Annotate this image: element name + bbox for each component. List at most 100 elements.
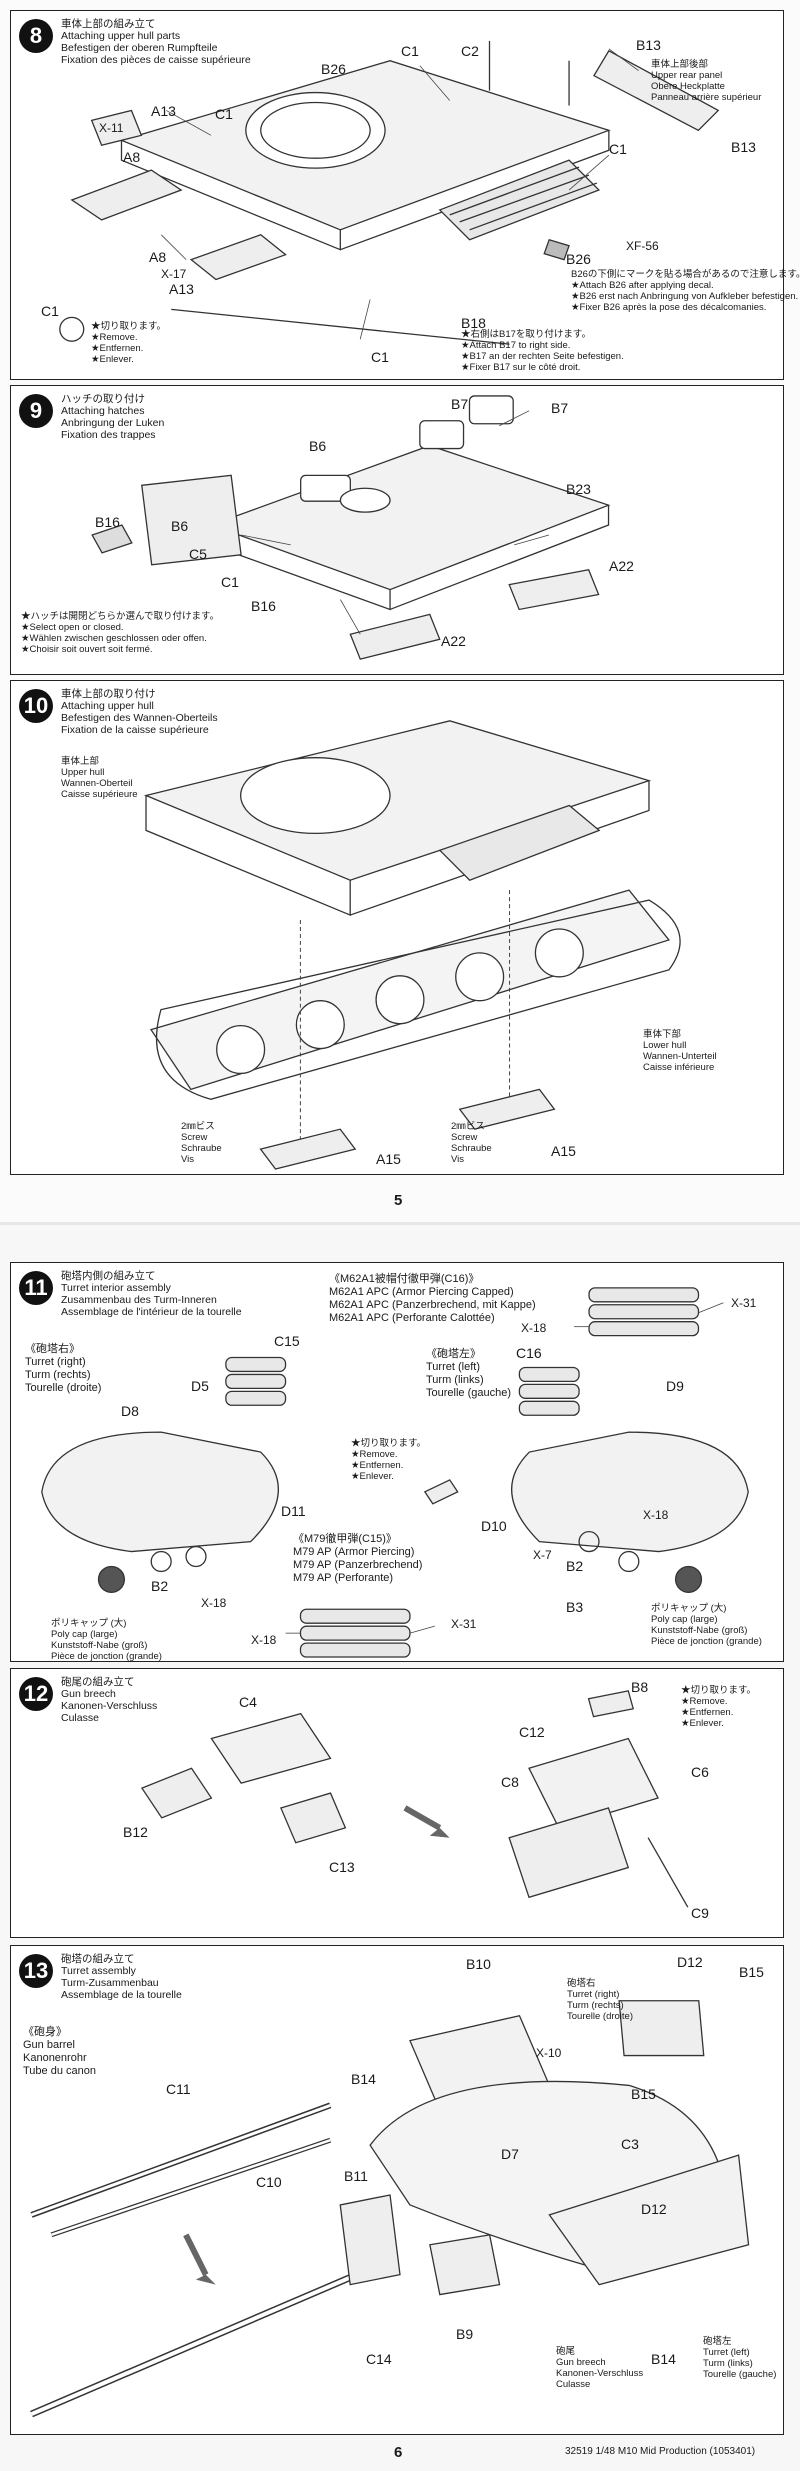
part-label: A22: [609, 558, 634, 574]
part-label: B10: [466, 1956, 491, 1972]
polycap-caption: ポリキャップ (大)Poly cap (large)Kunststoff-Nab…: [51, 1618, 162, 1662]
part-label: X-18: [643, 1508, 669, 1522]
page-number: 5: [394, 1192, 403, 1209]
part-label: B15: [631, 2086, 656, 2102]
upper-hull-attach-drawing: [143, 720, 681, 1170]
part-label: B2: [151, 1578, 169, 1594]
part-label: B13: [731, 139, 756, 155]
remove-note: ★切り取ります。★Remove.★Entfernen.★Enlever.: [681, 1685, 757, 1729]
b17-note: ★右側はB17を取り付けます。★Attach B17 to right side…: [461, 329, 624, 373]
part-label: C16: [516, 1345, 542, 1361]
part-label: B14: [351, 2071, 376, 2087]
part-label: C1: [41, 303, 59, 319]
part-label: X-7: [533, 1548, 552, 1562]
hatches-drawing: [91, 395, 611, 660]
part-label: B16: [251, 598, 276, 614]
part-label: D5: [191, 1378, 209, 1394]
part-label: X-31: [731, 1296, 757, 1310]
part-label: B23: [566, 481, 591, 497]
step-number: 12: [19, 1677, 53, 1711]
turret-right-caption: 《砲塔右》Turret (right)Turm (rechts)Tourelle…: [25, 1343, 102, 1394]
part-label: X-17: [161, 267, 187, 281]
ammo-c16-caption: 《M62A1被帽付徹甲弾(C16)》M62A1 APC (Armor Pierc…: [329, 1273, 536, 1324]
part-label: B26: [566, 251, 591, 267]
turret-assembly-drawing: [30, 2000, 750, 2418]
part-label: C13: [329, 1859, 355, 1875]
ammo-c15-caption: 《M79徹甲弾(C15)》M79 AP (Armor Piercing)M79 …: [293, 1533, 423, 1584]
part-label: B11: [344, 2168, 368, 2184]
remove-note: ★切り取ります。★Remove.★Entfernen.★Enlever.: [351, 1438, 427, 1482]
part-label: B15: [739, 1964, 764, 1980]
part-label: X-18: [251, 1633, 277, 1647]
part-label: C11: [166, 2081, 191, 2097]
gun-breech-drawing: [140, 1690, 689, 1908]
part-label: C10: [256, 2174, 282, 2190]
part-label: B7: [551, 400, 569, 416]
part-label: B26: [321, 61, 346, 77]
part-label: C3: [621, 2136, 639, 2152]
part-label: X-18: [521, 1321, 547, 1335]
part-label: A8: [149, 249, 167, 265]
step-number: 10: [19, 689, 53, 723]
part-label: D10: [481, 1518, 507, 1534]
part-label: C14: [366, 2351, 392, 2367]
part-label: A13: [151, 103, 176, 119]
part-label: D12: [641, 2201, 667, 2217]
part-label: B3: [566, 1599, 584, 1615]
turret-interior-drawing: [41, 1287, 749, 1658]
page-number: 6: [394, 2444, 403, 2461]
part-label: C6: [691, 1764, 709, 1780]
part-label: X-31: [451, 1617, 477, 1631]
step-number: 9: [19, 394, 53, 428]
part-label: X-10: [536, 2046, 562, 2060]
part-label: A22: [441, 633, 466, 649]
part-label: C1: [609, 141, 627, 157]
hatch-note: ★ハッチは開閉どちらか選んで取り付けます。★Select open or clo…: [21, 611, 220, 655]
part-label: B6: [171, 518, 189, 534]
part-label: X-11: [99, 121, 124, 135]
step-number: 13: [19, 1954, 53, 1988]
part-label: C1: [371, 349, 389, 365]
footer-caption: 32519 1/48 M10 Mid Production (1053401): [565, 2446, 756, 2457]
turret-left-caption: 《砲塔左》Turret (left)Turm (links)Tourelle (…: [426, 1348, 511, 1399]
part-label: C2: [461, 43, 479, 59]
part-label: A13: [169, 281, 194, 297]
part-label: C1: [401, 43, 419, 59]
part-label: D11: [281, 1503, 306, 1519]
part-label: A15: [551, 1143, 576, 1159]
part-label: B13: [636, 37, 661, 53]
part-label: D12: [677, 1954, 703, 1970]
part-label: X-18: [201, 1596, 227, 1610]
part-label: C12: [519, 1724, 545, 1740]
part-label: C9: [691, 1905, 709, 1921]
polycap-caption: ポリキャップ (大)Poly cap (large)Kunststoff-Nab…: [651, 1603, 762, 1647]
paint-code: XF-56: [626, 239, 659, 253]
part-label: B14: [651, 2351, 676, 2367]
part-label: B6: [309, 438, 327, 454]
part-label: D9: [666, 1378, 684, 1394]
part-label: C5: [189, 546, 207, 562]
part-label: A15: [376, 1151, 401, 1167]
part-label: B12: [123, 1824, 148, 1840]
step-number: 11: [19, 1271, 53, 1305]
part-label: B18: [461, 315, 486, 331]
